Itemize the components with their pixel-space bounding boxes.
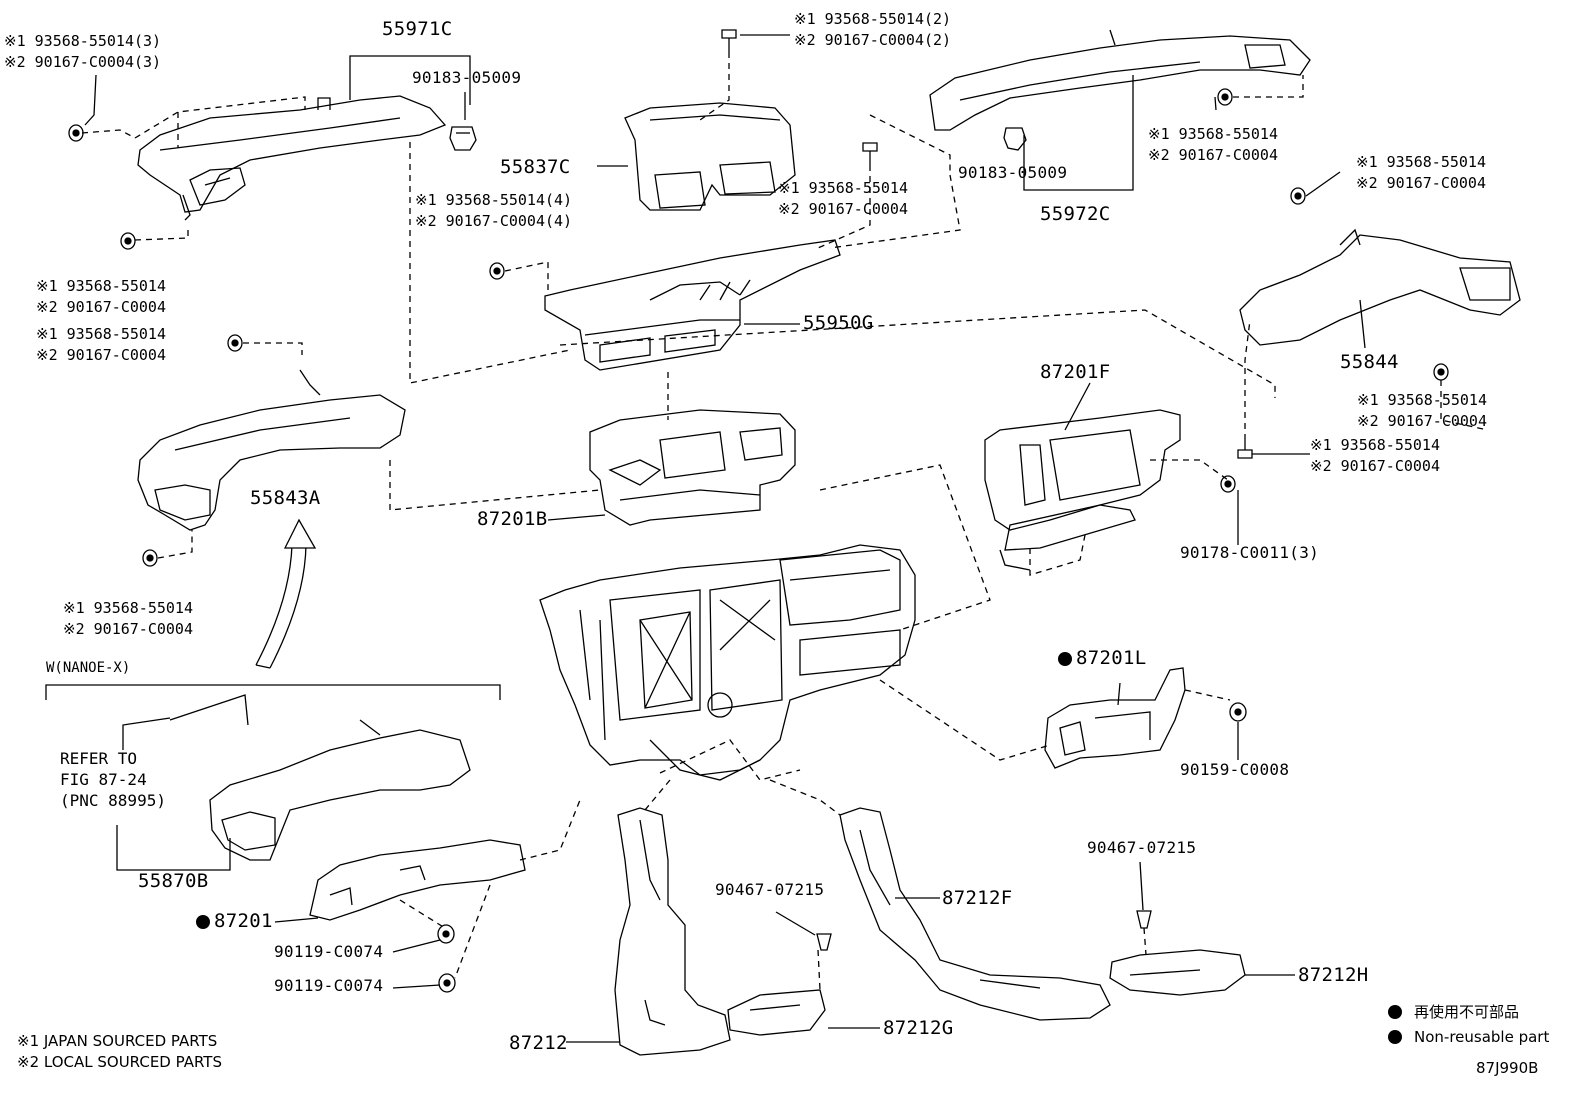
fastener-label-9: ※1 93568-55014 ※2 90167-C0004 bbox=[1357, 390, 1487, 432]
part-label-55844: 55844 bbox=[1340, 351, 1399, 373]
fastener-line: ※1 93568-55014 bbox=[1357, 391, 1487, 409]
duct-87201l bbox=[1045, 668, 1185, 768]
part-label-87201b: 87201B bbox=[477, 508, 548, 530]
refer-line: REFER TO bbox=[60, 749, 138, 768]
fastener-line: ※1 93568-55014(2) bbox=[794, 10, 952, 28]
refer-line: FIG 87-24 bbox=[60, 770, 147, 789]
fastener-line: ※1 93568-55014 bbox=[1148, 125, 1278, 143]
variant-label: W(NANOE-X) bbox=[46, 660, 131, 676]
fastener-line: ※2 90167-C0004 bbox=[36, 298, 166, 316]
fastener-line: ※2 90167-C0004(3) bbox=[4, 53, 162, 71]
fastener-line: ※2 90167-C0004 bbox=[36, 346, 166, 364]
footnote-2: ※2 LOCAL SOURCED PARTS bbox=[17, 1053, 222, 1071]
part-label-55837c: 55837C bbox=[500, 156, 571, 178]
part-label-87212h: 87212H bbox=[1298, 964, 1369, 986]
duct-55843a bbox=[138, 370, 405, 530]
fastener-line: ※2 90167-C0004 bbox=[63, 620, 193, 638]
fastener-label-5: ※1 93568-55014(4) ※2 90167-C0004(4) bbox=[415, 190, 572, 232]
fastener-line: ※1 93568-55014(4) bbox=[415, 191, 573, 209]
duct-87212f bbox=[840, 808, 1110, 1020]
fastener-label-11: ※1 93568-55014 ※2 90167-C0004 bbox=[63, 598, 193, 640]
part-label-90467-b: 90467-07215 bbox=[1087, 838, 1197, 857]
fastener-line: ※2 90167-C0004 bbox=[1357, 412, 1487, 430]
part-number: 87201L bbox=[1076, 647, 1147, 669]
part-label-90467-a: 90467-07215 bbox=[715, 880, 825, 899]
fastener-label-10: ※1 93568-55014 ※2 90167-C0004 bbox=[1310, 435, 1440, 477]
upward-arrow bbox=[256, 520, 315, 668]
fastener-line: ※2 90167-C0004(2) bbox=[794, 31, 952, 49]
part-number: 87201 bbox=[214, 910, 273, 932]
fastener-line: ※1 93568-55014(3) bbox=[4, 32, 162, 50]
register-55950g bbox=[545, 240, 840, 370]
fastener-line: ※1 93568-55014 bbox=[778, 179, 908, 197]
duct-55972c bbox=[930, 30, 1310, 130]
refer-line: (PNC 88995) bbox=[60, 791, 166, 810]
part-label-90178: 90178-C0011(3) bbox=[1180, 543, 1320, 562]
housing-87201f bbox=[985, 410, 1180, 570]
part-label-90183-right: 90183-05009 bbox=[958, 163, 1068, 182]
diagram-code: 87J990B bbox=[1476, 1059, 1539, 1077]
fastener-label-1: ※1 93568-55014(3) ※2 90167-C0004(3) bbox=[4, 31, 161, 73]
fastener-line: ※2 90167-C0004 bbox=[1310, 457, 1440, 475]
part-label-87212: 87212 bbox=[509, 1032, 568, 1054]
duct-87212g bbox=[728, 990, 825, 1035]
fastener-label-4: ※1 93568-55014 ※2 90167-C0004 bbox=[1356, 152, 1486, 194]
part-label-55870b: 55870B bbox=[138, 870, 209, 892]
non-reusable-dot-icon bbox=[1058, 652, 1072, 666]
part-label-55972c: 55972C bbox=[1040, 203, 1111, 225]
fastener-label-7: ※1 93568-55014 ※2 90167-C0004 bbox=[36, 276, 166, 318]
part-label-55971c: 55971C bbox=[382, 18, 453, 40]
duct-87212h bbox=[1110, 950, 1245, 995]
part-label-55843a: 55843A bbox=[250, 487, 321, 509]
fastener-icons bbox=[69, 30, 1448, 992]
fastener-line: ※1 93568-55014 bbox=[63, 599, 193, 617]
fastener-label-3: ※1 93568-55014 ※2 90167-C0004 bbox=[1148, 124, 1278, 166]
fastener-label-6: ※1 93568-55014 ※2 90167-C0004 bbox=[778, 178, 908, 220]
fastener-line: ※1 93568-55014 bbox=[1310, 436, 1440, 454]
part-label-87212g: 87212G bbox=[883, 1017, 954, 1039]
part-label-87201f: 87201F bbox=[1040, 361, 1111, 383]
legend-en: Non-reusable part bbox=[1388, 1027, 1549, 1047]
part-label-55950g: 55950G bbox=[803, 312, 874, 334]
legend-text: Non-reusable part bbox=[1414, 1028, 1550, 1046]
part-label-90119-b: 90119-C0074 bbox=[274, 976, 384, 995]
fastener-line: ※2 90167-C0004(4) bbox=[415, 212, 573, 230]
footnote-1: ※1 JAPAN SOURCED PARTS bbox=[17, 1032, 218, 1050]
fastener-line: ※2 90167-C0004 bbox=[778, 200, 908, 218]
non-reusable-dot-icon bbox=[196, 915, 210, 929]
fastener-line: ※1 93568-55014 bbox=[36, 325, 166, 343]
non-reusable-dot-icon bbox=[1388, 1005, 1402, 1019]
part-label-87212f: 87212F bbox=[942, 887, 1013, 909]
part-label-90159: 90159-C0008 bbox=[1180, 760, 1290, 779]
case-87201b bbox=[590, 410, 795, 525]
part-label-90183-left: 90183-05009 bbox=[412, 68, 522, 87]
duct-55870b bbox=[170, 695, 470, 860]
duct-55837c bbox=[625, 103, 795, 210]
non-reusable-dot-icon bbox=[1388, 1030, 1402, 1044]
fastener-label-2: ※1 93568-55014(2) ※2 90167-C0004(2) bbox=[794, 9, 951, 51]
duct-55971c bbox=[138, 96, 445, 220]
refer-note: REFER TO FIG 87-24 (PNC 88995) bbox=[60, 748, 166, 811]
fastener-line: ※2 90167-C0004 bbox=[1148, 146, 1278, 164]
part-label-90119-a: 90119-C0074 bbox=[274, 942, 384, 961]
legend-jp: 再使用不可部品 bbox=[1388, 1002, 1519, 1022]
clip-90183-right bbox=[1004, 128, 1026, 150]
hvac-unit bbox=[540, 545, 915, 780]
duct-55844 bbox=[1240, 230, 1520, 345]
fastener-line: ※1 93568-55014 bbox=[1356, 153, 1486, 171]
clip-90183-left bbox=[450, 127, 476, 150]
duct-87212 bbox=[615, 808, 730, 1055]
duct-87201 bbox=[310, 840, 525, 920]
fastener-line: ※1 93568-55014 bbox=[36, 277, 166, 295]
fastener-label-8: ※1 93568-55014 ※2 90167-C0004 bbox=[36, 324, 166, 366]
fastener-line: ※2 90167-C0004 bbox=[1356, 174, 1486, 192]
legend-text: 再使用不可部品 bbox=[1414, 1003, 1520, 1021]
part-label-87201l: 87201L bbox=[1058, 647, 1146, 670]
part-label-87201: 87201 bbox=[196, 910, 273, 933]
